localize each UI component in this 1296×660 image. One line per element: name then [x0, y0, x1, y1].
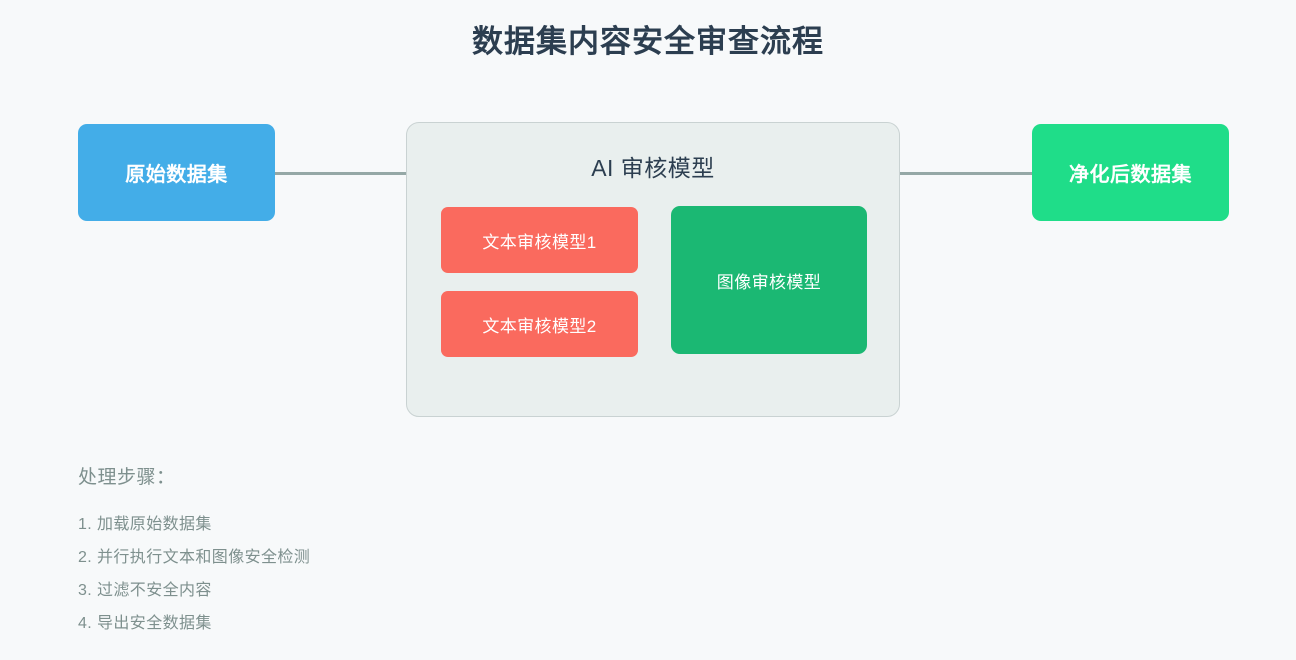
- list-item: 1. 加载原始数据集: [78, 516, 212, 533]
- list-item: 4. 导出安全数据集: [78, 615, 212, 632]
- submodel-text-review-2-label: 文本审核模型2: [482, 316, 597, 336]
- process-steps-list: 1. 加载原始数据集 2. 并行执行文本和图像安全检测 3. 过滤不安全内容 4…: [78, 508, 538, 640]
- page-title: 数据集内容安全审查流程: [472, 24, 824, 59]
- node-source-dataset-label: 原始数据集: [125, 164, 228, 186]
- connector-source-to-model: [275, 172, 406, 175]
- submodel-text-review-1[interactable]: 文本审核模型1: [441, 207, 638, 273]
- submodel-text-review-2[interactable]: 文本审核模型2: [441, 291, 638, 357]
- submodel-image-review-label: 图像审核模型: [716, 272, 822, 292]
- process-steps: 处理步骤： 1. 加载原始数据集 2. 并行执行文本和图像安全检测 3. 过滤不…: [78, 462, 538, 640]
- node-cleaned-dataset-label: 净化后数据集: [1069, 164, 1192, 186]
- node-cleaned-dataset[interactable]: 净化后数据集: [1032, 124, 1229, 221]
- submodel-text-review-1-label: 文本审核模型1: [482, 232, 597, 252]
- list-item: 2. 并行执行文本和图像安全检测: [78, 549, 311, 566]
- submodel-image-review[interactable]: 图像审核模型: [671, 206, 867, 354]
- process-steps-heading: 处理步骤：: [78, 467, 176, 488]
- ai-review-model-group[interactable]: AI 审核模型 文本审核模型1 文本审核模型2 图像审核模型: [406, 122, 900, 417]
- connector-model-to-output: [900, 172, 1032, 175]
- ai-review-model-group-title: AI 审核模型: [591, 155, 715, 181]
- node-source-dataset[interactable]: 原始数据集: [78, 124, 275, 221]
- list-item: 3. 过滤不安全内容: [78, 582, 212, 599]
